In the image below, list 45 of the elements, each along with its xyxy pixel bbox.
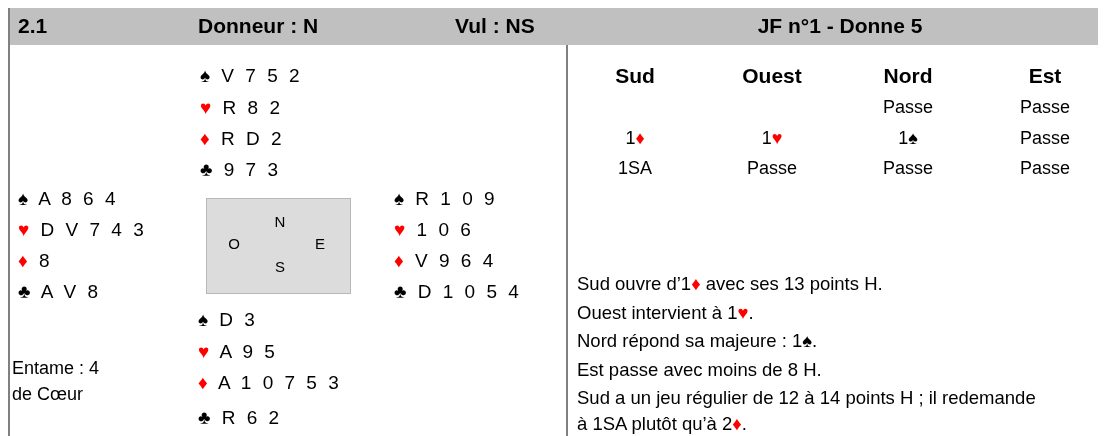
direction-letter: N (274, 214, 286, 230)
bid-cell: Passe (883, 96, 933, 118)
hand-row: ♥ D V 7 4 3 (18, 219, 147, 241)
hand-row: ♣ A V 8 (18, 281, 102, 303)
direction-letter: E (315, 236, 325, 252)
direction-letter: S (275, 259, 285, 275)
lead-note: Entame : 4 de Cœur (12, 357, 101, 406)
header-text: JF n°1 - Donne 5 (757, 15, 923, 37)
hand-row: ♠ A 8 6 4 (18, 188, 119, 210)
bid-cell: 1♦ (625, 127, 645, 149)
bid-cell: Passe (883, 157, 933, 179)
header-text: Donneur : N (198, 15, 319, 37)
hand-row: ♦ 8 (18, 250, 53, 272)
column-header: Nord (883, 65, 933, 87)
header-text: Vul : NS (455, 15, 535, 37)
hand-row: ♣ D 1 0 5 4 (394, 281, 522, 303)
bid-cell: Passe (1020, 127, 1070, 149)
comment-text: Nord répond sa majeure : 1♠. (577, 330, 818, 352)
bid-cell: Passe (747, 157, 797, 179)
column-header: Sud (615, 65, 655, 87)
bid-cell: Passe (1020, 96, 1070, 118)
comment-text: Sud a un jeu régulier de 12 à 14 points H ; il redemande à 1SA plutôt qu’à 2♦. (577, 386, 1037, 436)
hand-row: ♥ A 9 5 (198, 341, 278, 363)
hand-row: ♥ 1 0 6 (394, 219, 474, 241)
hand-row: ♦ A 1 0 7 5 3 (198, 372, 342, 394)
comment-text: Sud ouvre d’1♦ avec ses 13 points H. (577, 273, 883, 295)
hand-row: ♣ 9 7 3 (200, 159, 281, 181)
hand-row: ♠ R 1 0 9 (394, 188, 498, 210)
compass-table (206, 198, 351, 294)
bid-cell: 1SA (618, 157, 652, 179)
header-text: 2.1 (18, 15, 48, 37)
hand-row: ♦ R D 2 (200, 128, 285, 150)
hand-row: ♣ R 6 2 (198, 407, 283, 429)
direction-letter: O (228, 236, 240, 252)
column-header: Est (1028, 65, 1062, 87)
hand-row: ♦ V 9 6 4 (394, 250, 497, 272)
bid-cell: Passe (1020, 157, 1070, 179)
hand-row: ♥ R 8 2 (200, 97, 283, 119)
comment-text: Est passe avec moins de 8 H. (577, 358, 822, 381)
bid-cell: 1♥ (761, 127, 783, 149)
bid-cell: 1♠ (898, 127, 918, 149)
hand-row: ♠ V 7 5 2 (200, 65, 303, 87)
hand-row: ♠ D 3 (198, 309, 258, 331)
column-header: Ouest (742, 65, 802, 87)
comment-text: Ouest intervient à 1♥. (577, 301, 754, 324)
